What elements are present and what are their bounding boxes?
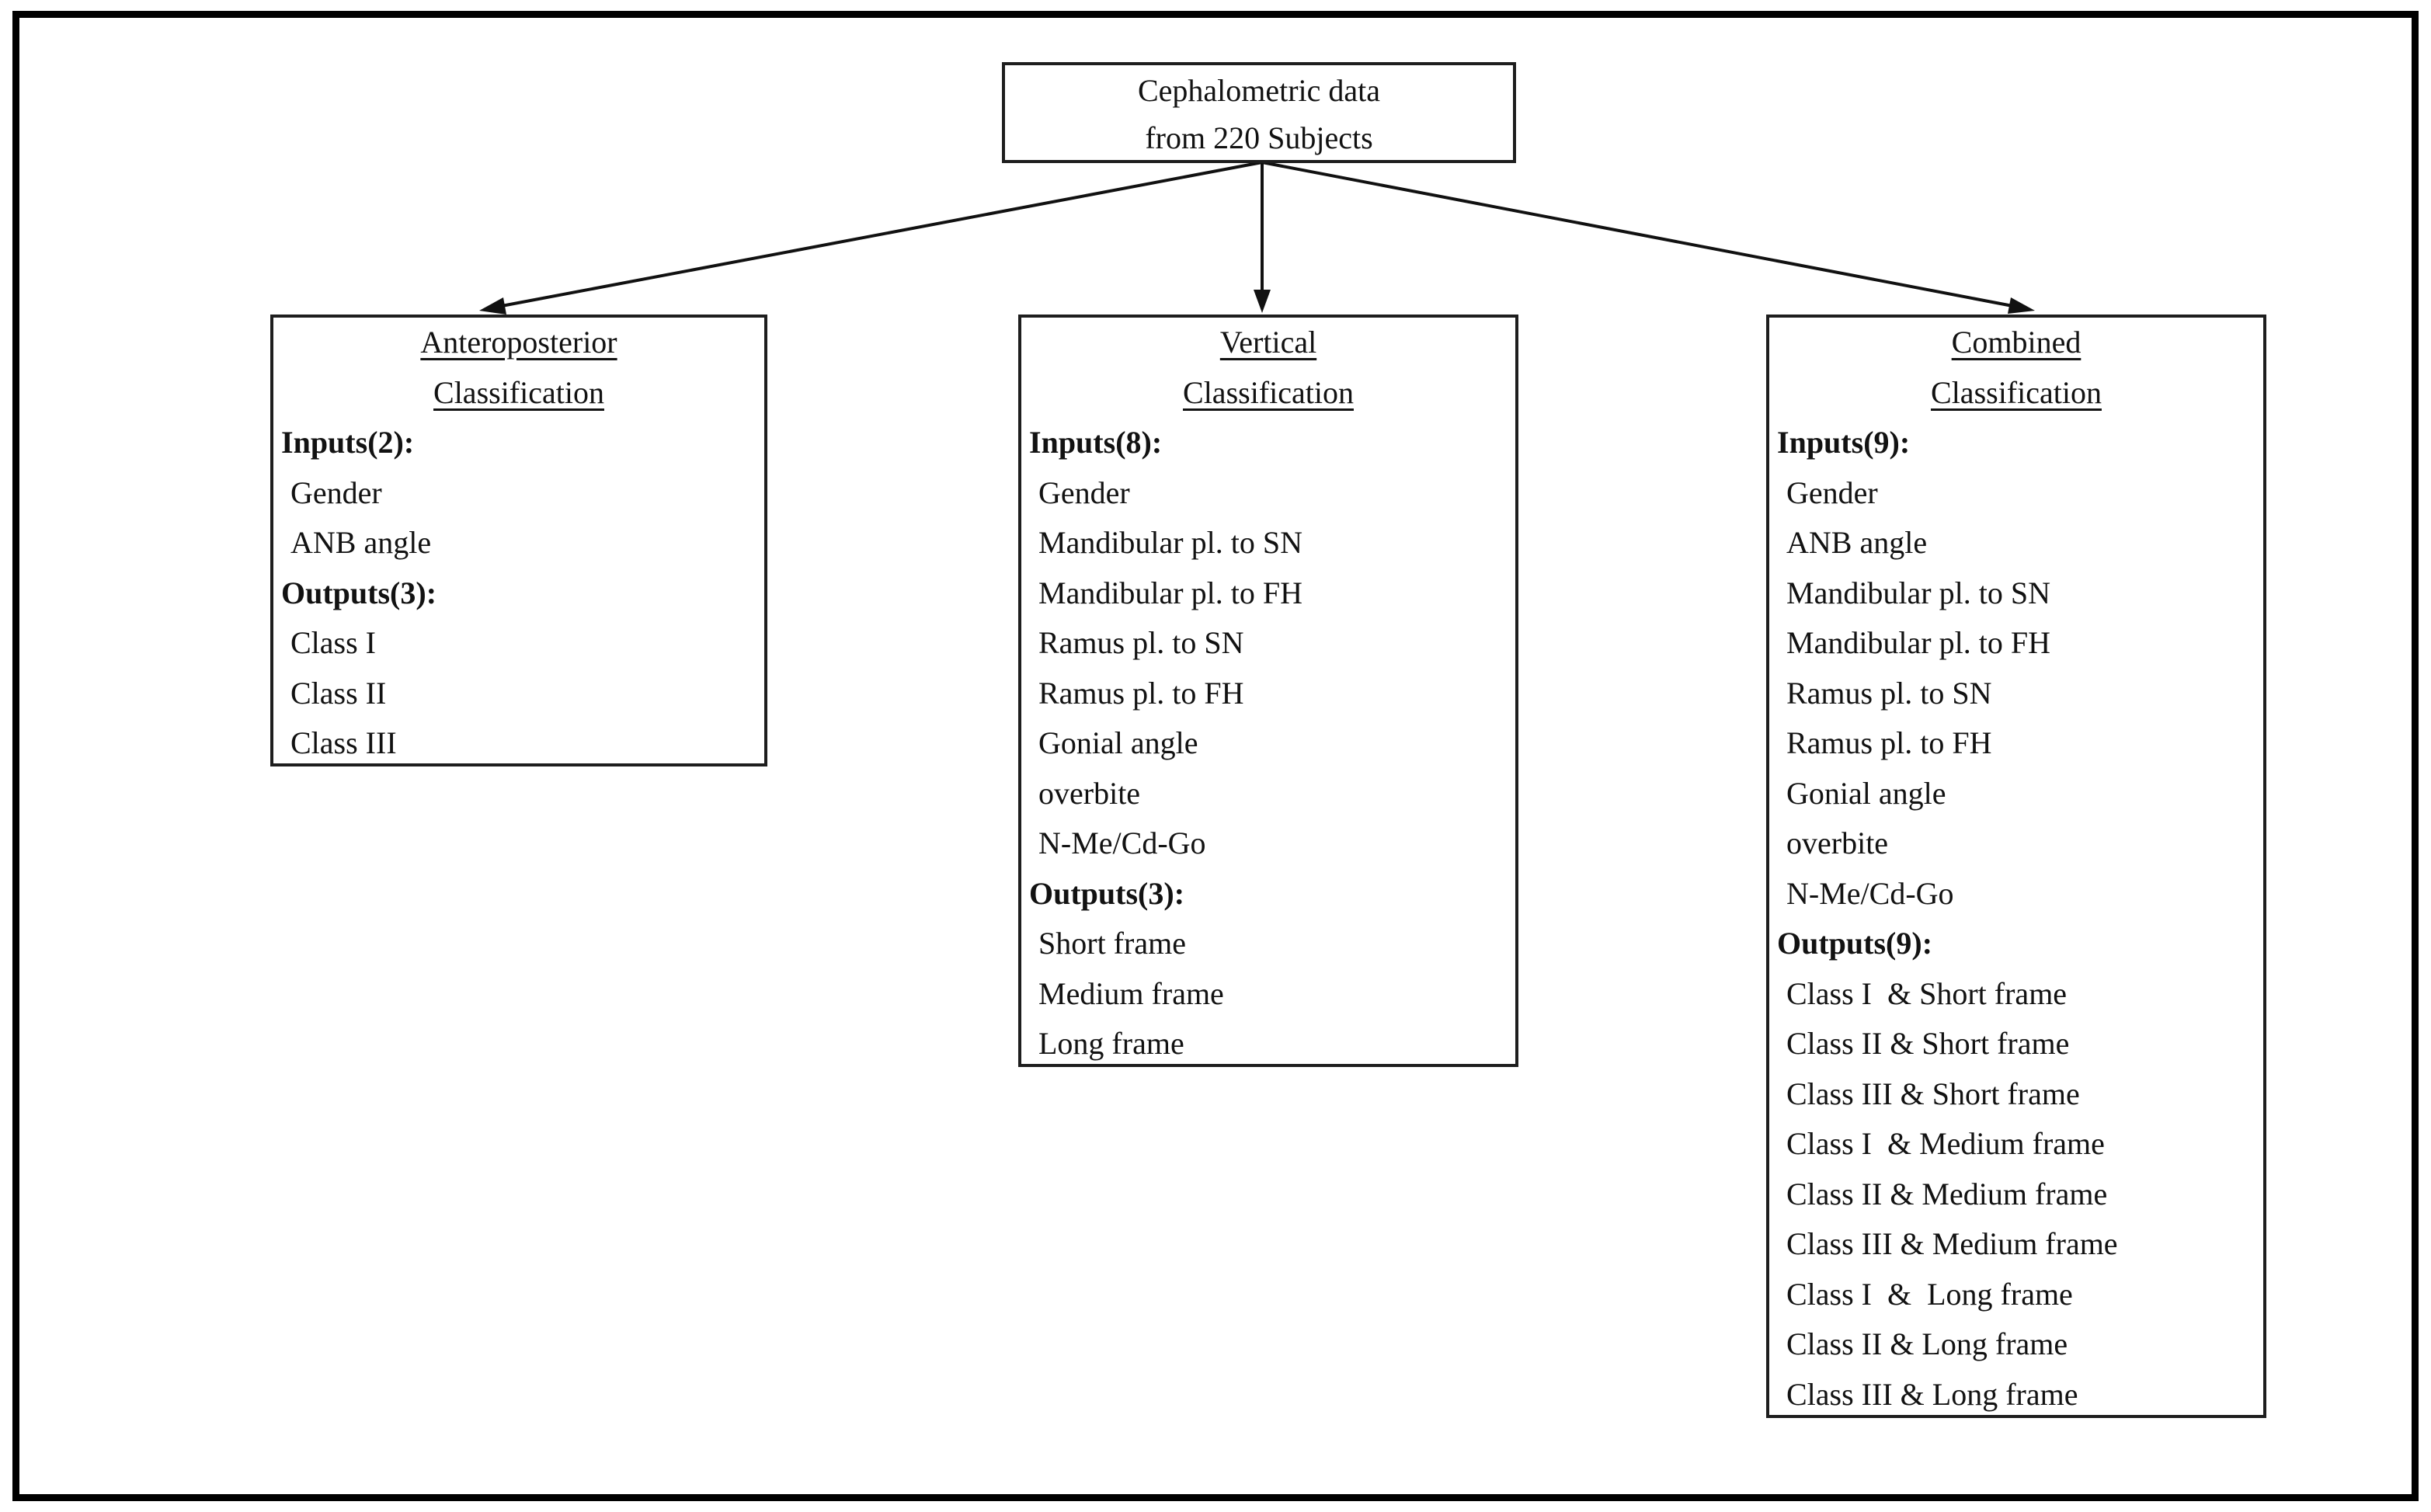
input-item: Mandibular pl. to FH xyxy=(1038,575,1302,610)
anteroposterior-title-1: Anteroposterior xyxy=(420,325,617,360)
box-title-line: Combined xyxy=(1769,318,2263,368)
input-item: Gender xyxy=(1038,474,1130,510)
output-item: Class III & Short frame xyxy=(1786,1076,2080,1111)
vertical-title-1: Vertical xyxy=(1219,325,1317,360)
input-item: Gender xyxy=(290,474,382,510)
output-item: Class III & Long frame xyxy=(1786,1376,2078,1412)
combined-title-1: Combined xyxy=(1951,325,2081,360)
input-item: N-Me/Cd-Go xyxy=(1038,826,1206,860)
input-item: Mandibular pl. to SN xyxy=(1038,525,1302,560)
input-item: ANB angle xyxy=(290,525,432,560)
outputs-heading: Outputs(9): xyxy=(1777,926,1933,961)
input-item: Ramus pl. to FH xyxy=(1038,675,1244,711)
input-item: Ramus pl. to SN xyxy=(1038,625,1244,660)
root-box-line: from 220 Subjects xyxy=(1005,114,1513,162)
root-box-cephalometric-data: Cephalometric data from 220 Subjects xyxy=(1002,62,1516,163)
output-item: Class I & Long frame xyxy=(1786,1276,2073,1312)
box-title-line: Anteroposterior xyxy=(273,318,764,368)
box-title-line: Classification xyxy=(1769,368,2263,419)
root-line-1: Cephalometric data xyxy=(1137,73,1381,108)
inputs-heading: Inputs(8): xyxy=(1029,425,1163,460)
vertical-title-2: Classification xyxy=(1183,374,1354,410)
input-item: overbite xyxy=(1038,775,1141,811)
root-box-line: Cephalometric data xyxy=(1005,67,1513,114)
anteroposterior-title-2: Classification xyxy=(433,374,604,410)
input-item: Gonial angle xyxy=(1038,725,1198,760)
output-item: Class II & Medium frame xyxy=(1786,1176,2108,1211)
combined-title-2: Classification xyxy=(1931,374,2102,410)
input-item: Mandibular pl. to SN xyxy=(1786,575,2050,610)
output-item: Short frame xyxy=(1038,926,1186,961)
input-item: Gender xyxy=(1786,474,1878,510)
input-item: ANB angle xyxy=(1786,525,1928,560)
outputs-heading: Outputs(3): xyxy=(281,575,437,610)
output-item: Class II & Short frame xyxy=(1786,1026,2070,1061)
input-item: N-Me/Cd-Go xyxy=(1786,875,1954,911)
box-title-line: Classification xyxy=(1021,368,1515,419)
input-item: Ramus pl. to FH xyxy=(1786,725,1992,760)
output-item: Medium frame xyxy=(1038,975,1224,1011)
inputs-heading: Inputs(9): xyxy=(1777,425,1911,460)
output-item: Class II xyxy=(290,675,387,711)
output-item: Class I & Short frame xyxy=(1786,975,2068,1011)
input-item: Mandibular pl. to FH xyxy=(1786,625,2050,660)
input-item: overbite xyxy=(1786,826,1889,860)
output-item: Class I xyxy=(290,625,376,660)
vertical-classification-box: Vertical Classification Inputs(8): Gende… xyxy=(1018,315,1518,1067)
combined-classification-box: Combined Classification Inputs(9): Gende… xyxy=(1766,315,2266,1418)
input-item: Gonial angle xyxy=(1786,775,1946,811)
output-item: Class I & Medium frame xyxy=(1786,1126,2105,1161)
output-item: Class II & Long frame xyxy=(1786,1326,2068,1361)
box-title-line: Classification xyxy=(273,368,764,419)
anteroposterior-classification-box: Anteroposterior Classification Inputs(2)… xyxy=(270,315,767,766)
outputs-heading: Outputs(3): xyxy=(1029,875,1185,911)
output-item: Class III xyxy=(290,725,397,760)
root-line-2: from 220 Subjects xyxy=(1145,120,1373,155)
box-title-line: Vertical xyxy=(1021,318,1515,368)
output-item: Long frame xyxy=(1038,1026,1184,1061)
inputs-heading: Inputs(2): xyxy=(281,425,415,460)
input-item: Ramus pl. to SN xyxy=(1786,675,1992,711)
output-item: Class III & Medium frame xyxy=(1786,1226,2118,1261)
